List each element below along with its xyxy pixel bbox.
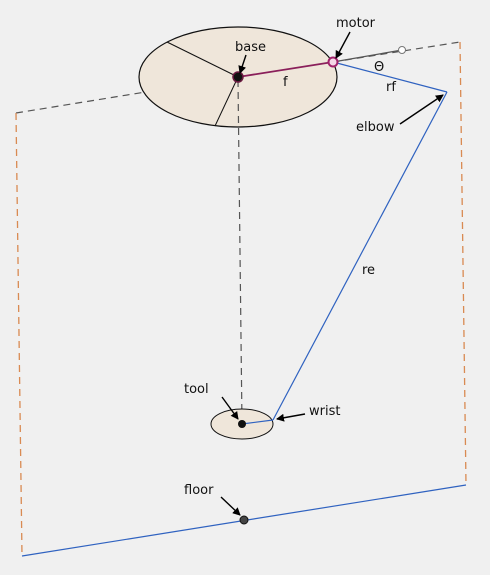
base-point <box>232 71 244 83</box>
tool-label: tool <box>184 382 209 397</box>
plane-top-edge-left <box>15 76 239 114</box>
f-label: f <box>283 75 288 90</box>
elbow-label: elbow <box>356 120 395 135</box>
f-link <box>237 61 334 78</box>
base-arrow <box>238 54 247 74</box>
plane-left-edge <box>15 112 23 557</box>
base-spoke-upper <box>166 41 239 78</box>
tool-arrow <box>221 396 239 420</box>
reference-plane <box>15 41 467 557</box>
wrist-label: wrist <box>309 404 340 419</box>
vertical-axis <box>237 79 243 425</box>
theta-label: Θ <box>374 60 384 75</box>
rf-arm <box>332 61 448 93</box>
plane-right-edge <box>459 41 467 486</box>
motor-point <box>327 56 339 68</box>
floor-point <box>239 515 249 525</box>
floor-label: floor <box>184 483 214 498</box>
elbow-arrow <box>399 94 444 125</box>
motor-label: motor <box>336 16 376 31</box>
base-label: base <box>235 40 266 55</box>
floor-arrow <box>220 496 241 516</box>
tool-point <box>238 420 246 428</box>
theta-reference-line <box>332 49 403 63</box>
plane-top-edge-right <box>332 41 461 63</box>
re-arm <box>272 91 448 421</box>
base-spoke-lower <box>214 76 239 127</box>
rf-label: rf <box>386 80 396 95</box>
theta-reference-point <box>398 46 406 54</box>
motor-arrow <box>335 31 351 59</box>
re-label: re <box>362 263 375 278</box>
tool-wrist-link <box>241 419 274 425</box>
wrist-arrow <box>276 413 306 422</box>
